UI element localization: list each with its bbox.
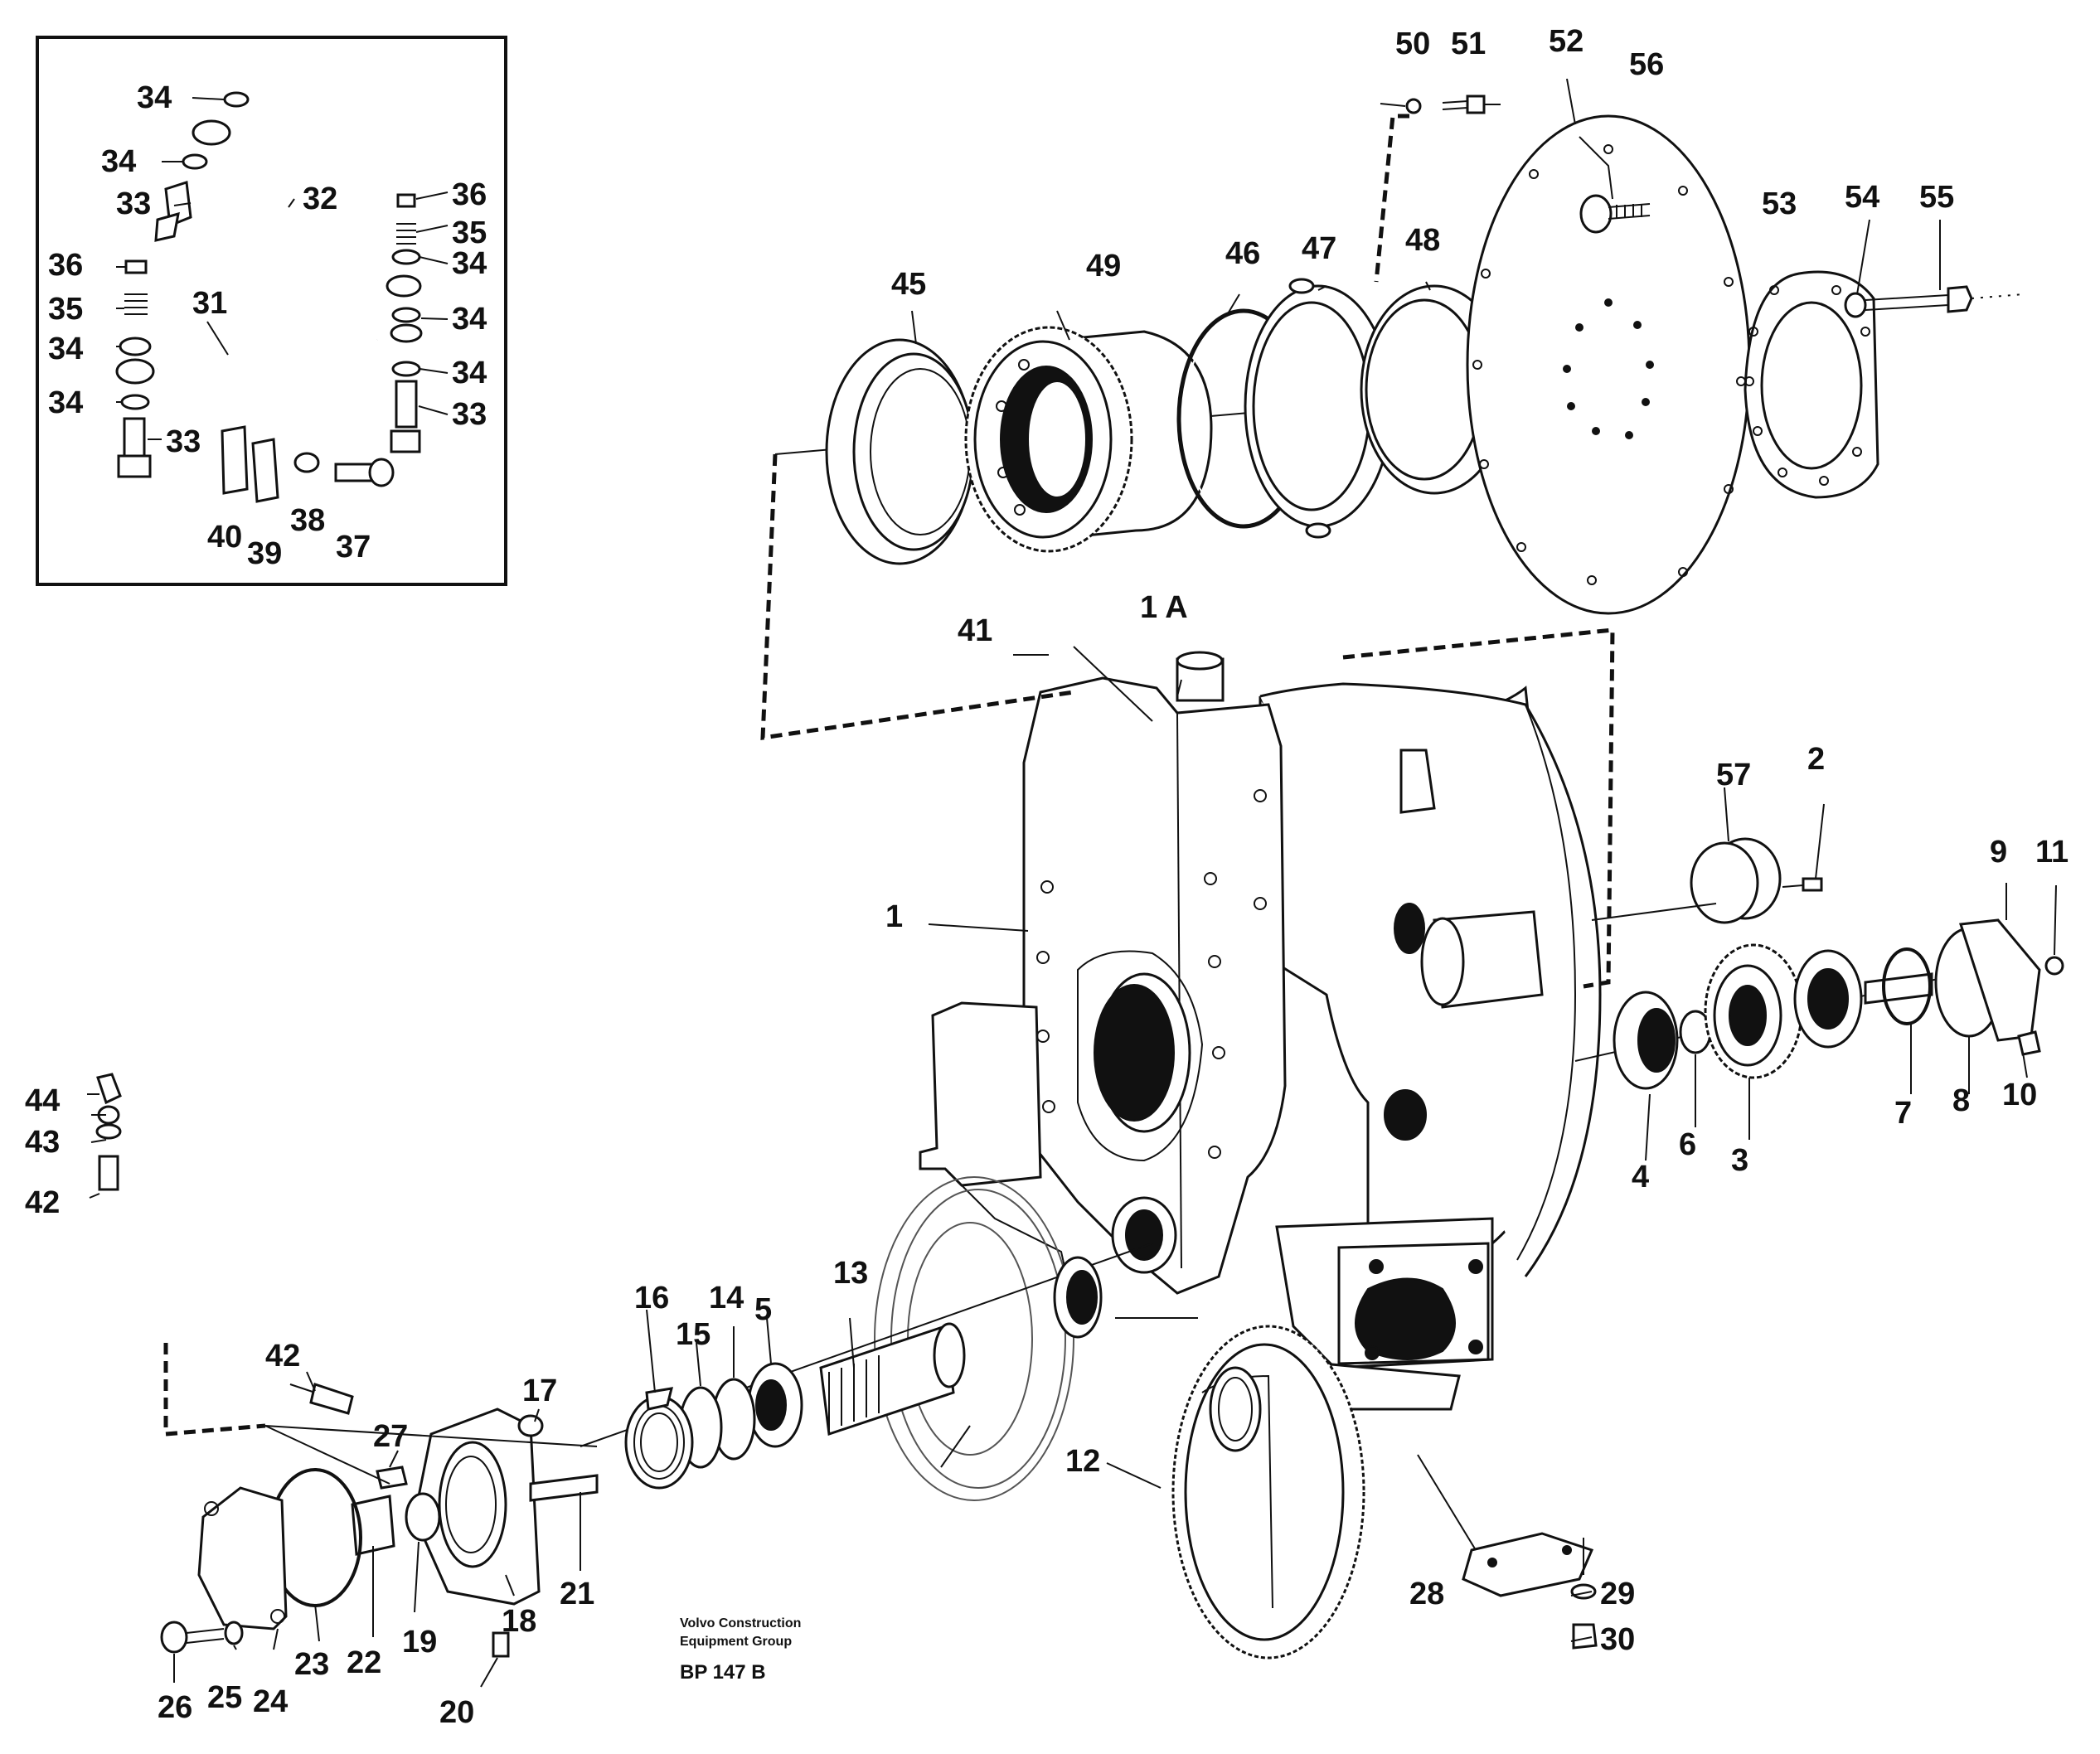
inset-frame [36,36,507,586]
inset-detail [36,36,507,586]
callout-26: 26 [158,1690,192,1725]
callout-22: 22 [347,1645,381,1680]
callout-34-upper: 33 [116,187,151,221]
callout-53: 52 [1549,24,1583,59]
top-assembly [774,94,2024,615]
callout-23: 23 [294,1647,329,1682]
callout-28: 28 [1409,1577,1444,1611]
callout-54: 53 [1762,187,1797,221]
shaft-assembly [580,1243,1153,1490]
callout-43-pipe: 42 [265,1339,300,1374]
caption-company-line1: Volvo Construction [680,1616,801,1630]
caption-company-line2: Equipment Group [680,1635,792,1649]
callout-57: 56 [1629,47,1664,82]
callout-41: 40 [207,520,242,555]
callout-27: 27 [373,1419,408,1454]
pipe-32 [215,132,390,307]
callout-50: 49 [1086,249,1121,283]
bolt-56 [1844,285,2024,318]
callout-25: 25 [207,1680,242,1715]
callout-12: 12 [1065,1444,1100,1479]
callout-38: 37 [336,530,371,564]
callout-10: 10 [2002,1078,2037,1112]
caption-drawing-id: BP 147 B [680,1661,766,1684]
callout-19: 19 [402,1625,437,1660]
callout-30: 30 [1600,1622,1635,1657]
cover-plate-28 [1462,1532,1598,1650]
callout-labels: 1 1 A 2 3 4 5 6 7 8 9 10 11 12 13 14 15 … [25,24,2068,1730]
idler-disc-ghost [874,1176,1074,1501]
callout-56: 55 [1919,180,1954,215]
callout-15: 15 [676,1317,711,1352]
leader-lines [87,78,2057,1688]
callout-36-left: 35 [48,292,83,327]
callout-49: 48 [1405,223,1440,258]
main-housing-1 [919,651,1602,1411]
callout-29: 29 [1600,1577,1635,1611]
callout-2: 2 [1807,742,1825,777]
housing-48 [1244,278,1393,539]
callout-35-f: 34 [48,332,83,366]
callout-47: 46 [1225,236,1260,271]
callout-32: 32 [303,182,337,216]
callout-35-b: 34 [101,144,136,179]
callout-52: 51 [1451,27,1486,61]
callout-9: 9 [1990,835,2007,870]
callout-24: 24 [253,1684,288,1719]
seal-46 [825,338,975,565]
callout-42: 41 [958,613,992,648]
callout-35-c: 34 [452,246,487,281]
gear-ring-50 [964,326,1213,553]
callout-55: 54 [1845,180,1879,215]
callout-21: 21 [560,1577,594,1611]
callout-34-lower: 33 [166,424,201,459]
drawing-caption: Volvo Construction Equipment Group BP 14… [680,1616,801,1684]
callout-48: 47 [1302,231,1336,266]
callout-14: 14 [709,1281,744,1316]
callout-45: 44 [25,1083,60,1118]
callout-4: 4 [1632,1160,1649,1194]
callout-39: 38 [290,503,325,538]
flange-54 [1744,270,1879,499]
callout-35-g: 34 [48,385,83,420]
callout-37-left: 36 [48,248,83,283]
callout-18: 18 [502,1604,536,1639]
callout-8: 8 [1952,1083,1970,1118]
gear-12 [1171,1325,1365,1660]
callout-11: 11 [2035,835,2068,870]
callout-20: 20 [439,1695,474,1730]
bolt-52 [1380,94,1501,114]
callout-7: 7 [1894,1096,1912,1131]
callout-33: 33 [452,397,487,432]
banjo-fitting-upper [192,119,231,146]
callout-35-d: 34 [452,302,487,337]
flex-plate-53 [1466,114,1751,615]
callout-40: 39 [247,536,282,571]
callout-35-a: 34 [137,80,172,115]
callout-43-fitting: 42 [25,1185,60,1220]
callout-35-e: 34 [452,356,487,390]
callout-36-right: 35 [452,216,487,250]
callout-1a: 1 A [1140,590,1188,625]
callout-46: 45 [891,267,926,302]
callout-13: 13 [833,1256,868,1291]
callout-1: 1 [885,899,903,934]
bolt-57 [1579,194,1651,234]
callout-58: 57 [1716,758,1751,792]
callout-51: 50 [1395,27,1430,61]
callout-37-right: 36 [452,177,487,212]
callout-31: 31 [192,286,227,321]
pump-assembly [95,1073,599,1658]
right-shaft-assembly [1574,837,2064,1090]
callout-3: 3 [1731,1143,1748,1178]
callout-17: 17 [522,1374,557,1408]
callout-16: 16 [634,1281,669,1316]
callout-5: 5 [754,1292,772,1327]
callout-44: 43 [25,1125,60,1160]
callout-6: 6 [1679,1127,1696,1162]
